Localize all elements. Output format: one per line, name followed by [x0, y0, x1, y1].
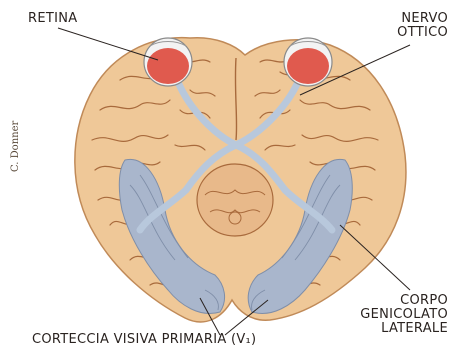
label-corpo-line1: CORPO [338, 294, 448, 308]
label-nervo-ottico: NERVO OTTICO [358, 12, 448, 40]
artist-signature: C. Donner [10, 121, 21, 172]
leader-retina [58, 28, 158, 60]
left-eye [144, 38, 192, 86]
label-nervo-ottico-line2: OTTICO [358, 26, 448, 40]
brainstem [197, 164, 273, 236]
label-corteccia-visiva: CORTECCIA VISIVA PRIMARIA (V₁) [32, 333, 256, 347]
label-retina: RETINA [28, 12, 77, 26]
label-corpo-genicolato: CORPO GENICOLATO LATERALE [338, 294, 448, 336]
right-eye [284, 38, 332, 86]
label-corpo-line3: LATERALE [338, 322, 448, 336]
label-corpo-line2: GENICOLATO [338, 308, 448, 322]
label-nervo-ottico-line1: NERVO [358, 12, 448, 26]
